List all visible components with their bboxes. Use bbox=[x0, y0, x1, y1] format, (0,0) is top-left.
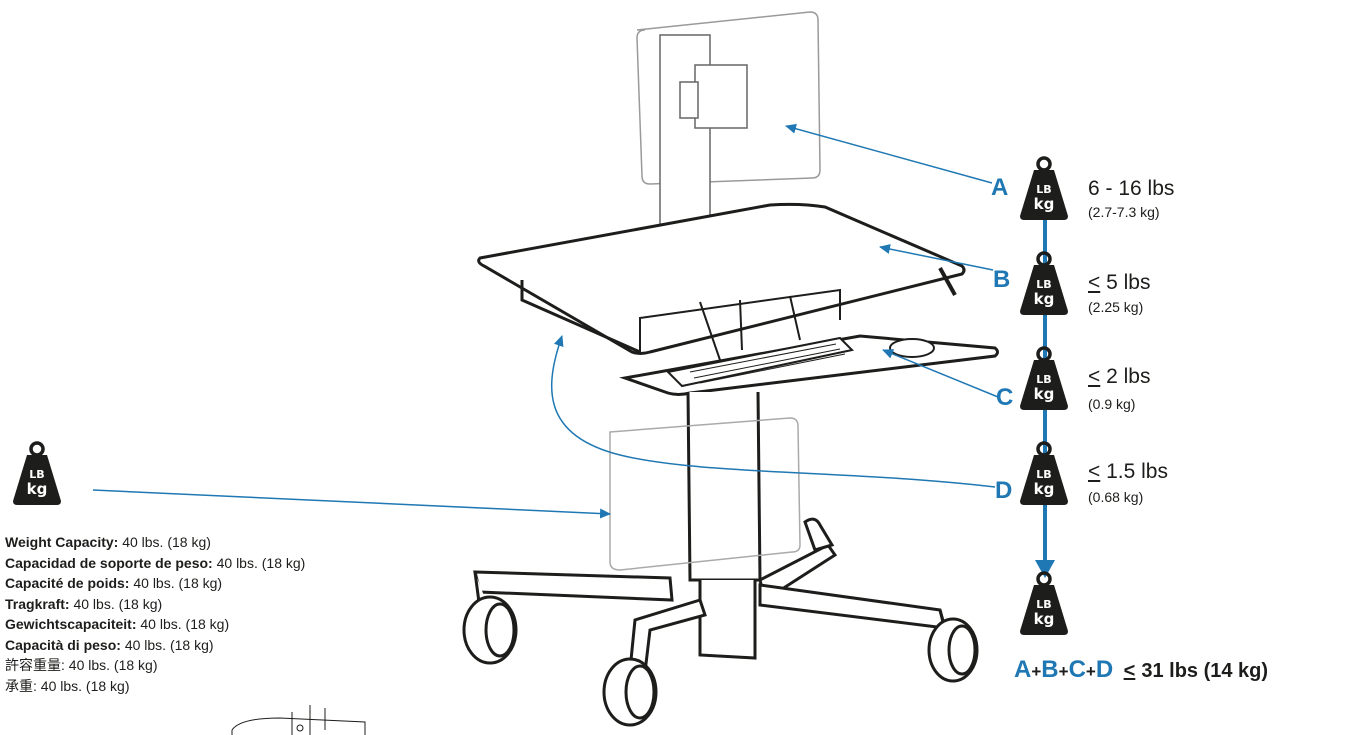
weight-d-kg: (0.68 kg) bbox=[1088, 489, 1144, 505]
monitor bbox=[636, 11, 821, 236]
capacity-line: Gewichtscapaciteit: 40 lbs. (18 kg) bbox=[5, 616, 230, 632]
label-d: D bbox=[995, 477, 1013, 504]
cart-column bbox=[686, 391, 762, 660]
capacity-line: Tragkraft: 40 lbs. (18 kg) bbox=[5, 595, 163, 612]
weight-icon-total: LB kg bbox=[1018, 571, 1070, 637]
weight-b-kg: (2.25 kg) bbox=[1088, 299, 1144, 315]
leader-arrows bbox=[92, 123, 999, 519]
weight-icon-a: LB kg bbox=[1018, 156, 1070, 222]
label-a: A bbox=[991, 174, 1009, 201]
weight-icon-d: LB kg bbox=[1018, 441, 1070, 507]
weight-b-value: < 5 lbs bbox=[1088, 271, 1151, 294]
weight-c-kg: (0.9 kg) bbox=[1088, 396, 1136, 412]
svg-text:kg: kg bbox=[1034, 195, 1055, 213]
bracket-detail bbox=[231, 705, 366, 735]
capacity-line: Capacità di peso: 40 lbs. (18 kg) bbox=[5, 636, 214, 653]
svg-text:LB: LB bbox=[1036, 183, 1051, 196]
weight-icon-c: LB kg bbox=[1018, 346, 1070, 412]
cart-base bbox=[473, 517, 948, 674]
label-c: C bbox=[996, 384, 1014, 411]
capacity-line: 許容重量: 40 lbs. (18 kg) bbox=[5, 657, 158, 673]
capacity-line: Capacité de poids: 40 lbs. (18 kg) bbox=[5, 575, 223, 591]
weight-a-value: 6 - 16 lbs bbox=[1088, 177, 1175, 200]
weight-c-value: < 2 lbs bbox=[1088, 365, 1151, 388]
svg-text:kg: kg bbox=[27, 480, 48, 498]
svg-text:kg: kg bbox=[1034, 480, 1055, 498]
capacity-line: Weight Capacity: 40 lbs. (18 kg) bbox=[5, 534, 211, 550]
svg-text:LB: LB bbox=[1036, 598, 1051, 611]
capacity-line: 承重: 40 lbs. (18 kg) bbox=[5, 677, 130, 694]
svg-text:kg: kg bbox=[1034, 610, 1055, 628]
capacity-list: Weight Capacity: 40 lbs. (18 kg) Capacid… bbox=[5, 532, 305, 696]
weight-icon-b: LB kg bbox=[1018, 251, 1070, 317]
svg-text:kg: kg bbox=[1034, 385, 1055, 403]
svg-text:LB: LB bbox=[1036, 468, 1051, 481]
total-capacity: A+B+C+D <31 lbs (14 kg) bbox=[1014, 656, 1269, 683]
weight-icon-capacity: LB kg bbox=[11, 441, 63, 507]
svg-text:kg: kg bbox=[1034, 290, 1055, 308]
weight-d-value: < 1.5 lbs bbox=[1088, 460, 1168, 483]
weight-a-kg: (2.7-7.3 kg) bbox=[1088, 204, 1160, 220]
caster-wheels bbox=[462, 595, 979, 727]
total-le-symbol: < bbox=[1123, 660, 1136, 682]
svg-text:LB: LB bbox=[1036, 278, 1051, 291]
worksurface bbox=[477, 202, 966, 361]
capacity-line: Capacidad de soporte de peso: 40 lbs. (1… bbox=[5, 554, 306, 571]
total-value: 31 lbs (14 kg) bbox=[1141, 660, 1269, 682]
svg-text:LB: LB bbox=[1036, 373, 1051, 386]
svg-text:LB: LB bbox=[29, 468, 44, 481]
label-b: B bbox=[993, 266, 1011, 293]
cpu-holder bbox=[609, 417, 801, 571]
keyboard-tray bbox=[619, 334, 999, 396]
